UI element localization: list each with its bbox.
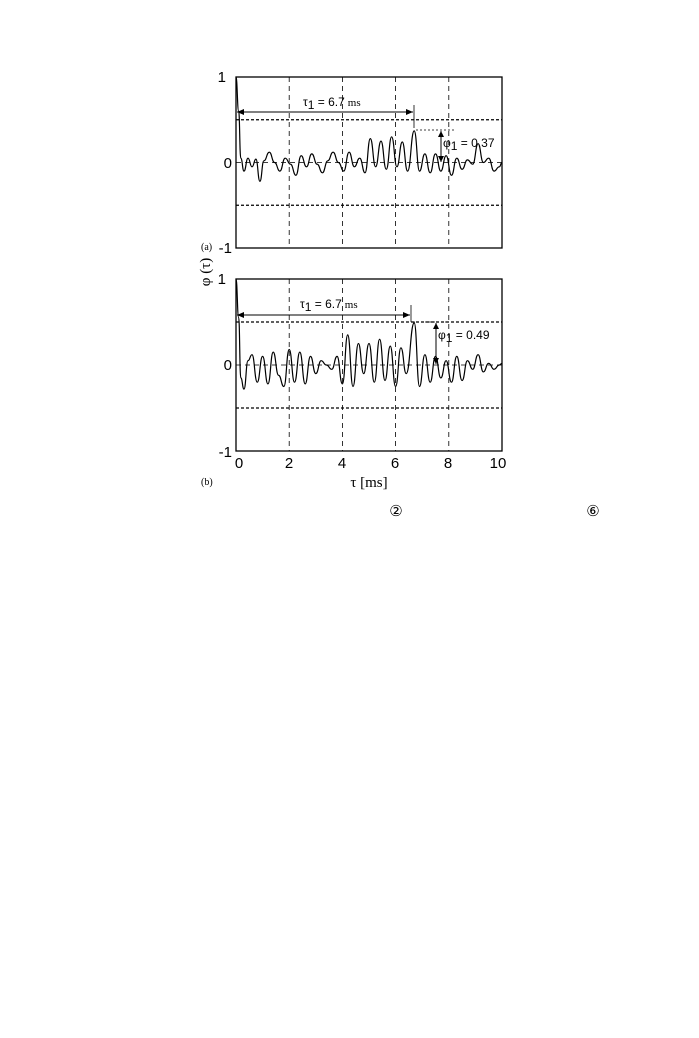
- panel-b-xtick-0: 0: [235, 455, 243, 472]
- panel-a-tau-arrowhead-right: [406, 109, 413, 115]
- panel-a-phi-arrowhead-top: [438, 131, 444, 137]
- panel-a-label: (a): [201, 242, 212, 253]
- panel-b-ytick-0: 0: [224, 357, 232, 374]
- panel-b-xtick-4: 4: [338, 455, 346, 472]
- panel-b-phi-label: φ1 = 0.49: [438, 328, 490, 345]
- panel-b-phi-arrowhead-bottom: [433, 358, 439, 364]
- panel-b-ytick-neg1: -1: [219, 444, 232, 461]
- panel-a-grid: [236, 77, 502, 248]
- circled-marker-2: ②: [389, 502, 402, 520]
- panel-b-grid: [236, 279, 502, 451]
- panel-a-ytick-1: 1: [218, 69, 226, 86]
- panel-b-label: (b): [201, 477, 213, 488]
- panel-b-series-line: [235, 278, 503, 390]
- panel-b-frame: [235, 278, 503, 452]
- panel-a-ytick-neg1: -1: [219, 240, 232, 257]
- panel-b-xtick-6: 6: [391, 455, 399, 472]
- panel-a-phi-label: φ1 = 0.37: [443, 136, 495, 153]
- panel-a-phi-arrowhead-bottom: [438, 156, 444, 162]
- panel-b-phi-arrowhead-top: [433, 323, 439, 329]
- panel-b-xtick-10: 10: [490, 455, 507, 472]
- panel-b-ytick-1: 1: [218, 271, 226, 288]
- panel-b-xtick-8: 8: [444, 455, 452, 472]
- y-axis-label: φ (τ): [198, 258, 214, 286]
- x-axis-label: τ [ms]: [350, 475, 387, 491]
- panel-b-tau-arrowhead-right: [403, 312, 410, 318]
- circled-marker-6: ⑥: [586, 502, 599, 520]
- panel-a-ytick-0: 0: [224, 155, 232, 172]
- panel-b-tau-arrowhead-left: [237, 312, 244, 318]
- panel-b: 1 0 -1 0 2 4 6 8 10 τ [ms] φ (τ) (b) τ1 …: [198, 258, 506, 491]
- panel-b-xtick-2: 2: [285, 455, 293, 472]
- panel-a-series-line: [235, 76, 503, 182]
- panel-a-tau-arrowhead-left: [237, 109, 244, 115]
